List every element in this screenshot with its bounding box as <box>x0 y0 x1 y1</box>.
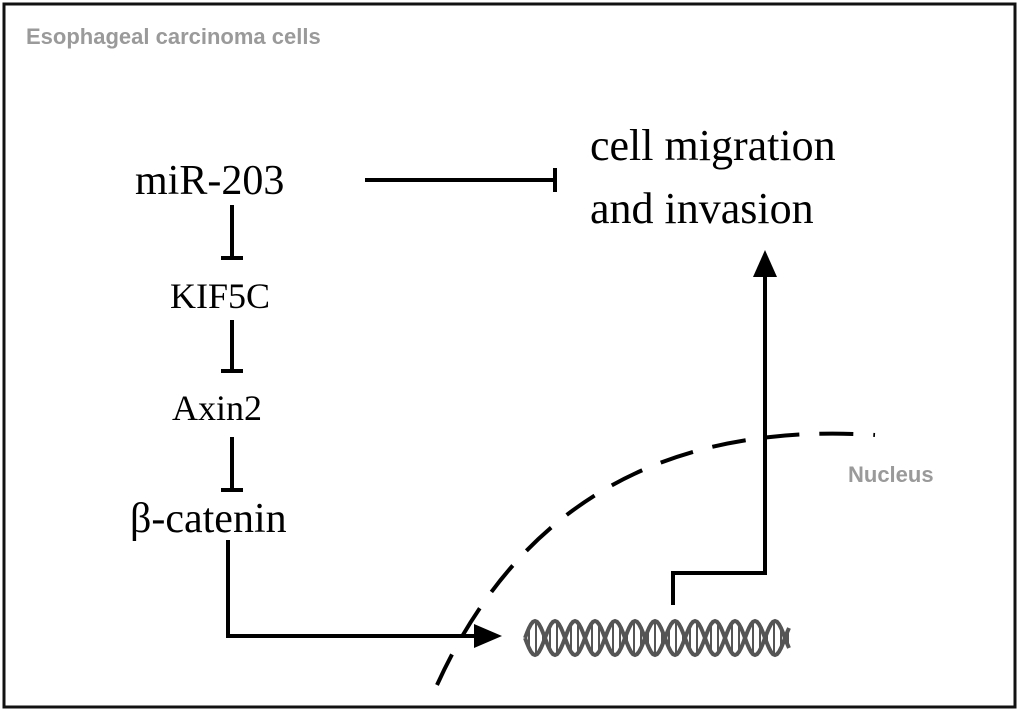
inhibit-mir203-kif5c <box>221 205 243 260</box>
node-mir203: miR-203 <box>135 158 285 204</box>
nucleus-membrane <box>435 431 876 686</box>
catenin-to-dna-arrow <box>226 540 480 638</box>
node-axin2: Axin2 <box>172 388 262 428</box>
arrowhead-icon <box>474 624 502 648</box>
nucleus-label: Nucleus <box>848 462 934 487</box>
dna-to-migration-arrow <box>671 272 767 605</box>
outcome-line1: cell migration <box>590 121 836 170</box>
outcome-line2: and invasion <box>590 184 814 233</box>
dna-strand <box>523 618 791 658</box>
inhibit-axin2-catenin <box>221 437 243 492</box>
inhibit-kif5c-axin2 <box>221 320 243 373</box>
node-beta-catenin: β-catenin <box>130 496 287 542</box>
dna-icon <box>523 618 791 658</box>
arrowhead-icon <box>753 250 777 277</box>
node-kif5c: KIF5C <box>170 276 271 316</box>
inhibit-mir203-migration <box>365 168 557 192</box>
cell-title: Esophageal carcinoma cells <box>26 24 321 49</box>
